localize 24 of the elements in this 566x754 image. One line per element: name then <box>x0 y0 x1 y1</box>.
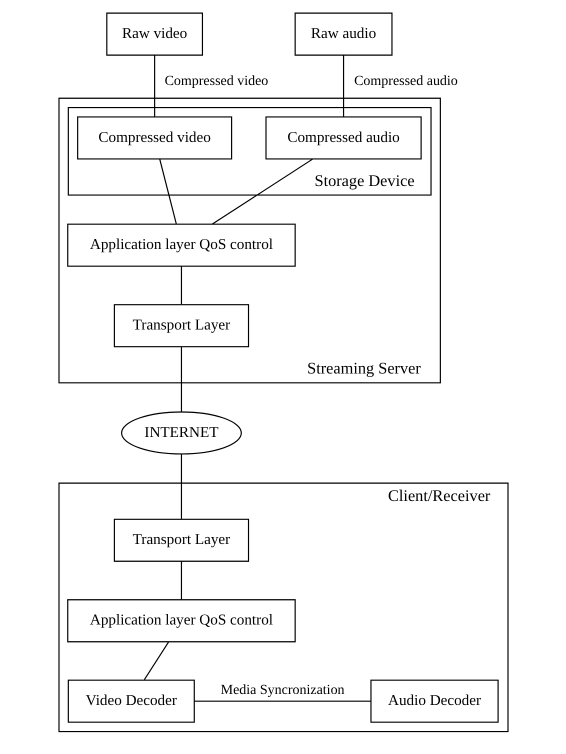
connector <box>180 266 182 304</box>
node-box: Transport Layer <box>113 518 249 562</box>
node-box: Application layer QoS control <box>66 224 296 267</box>
connector <box>158 159 176 224</box>
node-box: Compressed audio <box>264 116 422 160</box>
edge-label: Media Syncronization <box>220 682 344 698</box>
connector <box>143 642 169 680</box>
connector <box>180 562 182 600</box>
connector <box>211 158 312 225</box>
node-box: Application layer QoS control <box>66 599 296 642</box>
node-box: Raw video <box>106 12 203 56</box>
connector <box>180 454 182 519</box>
connector <box>154 55 155 117</box>
node-box: Transport Layer <box>113 304 249 348</box>
node-ellipse: INTERNET <box>120 411 242 455</box>
node-box: Compressed video <box>76 116 232 160</box>
connector <box>342 55 344 117</box>
edge-label: Compressed video <box>164 74 268 89</box>
node-box: Raw audio <box>294 12 392 56</box>
node-box: Video Decoder <box>67 680 194 723</box>
edge-label: Compressed audio <box>354 74 458 89</box>
node-box: Audio Decoder <box>370 680 498 723</box>
connector <box>194 700 370 702</box>
connector <box>180 347 182 412</box>
